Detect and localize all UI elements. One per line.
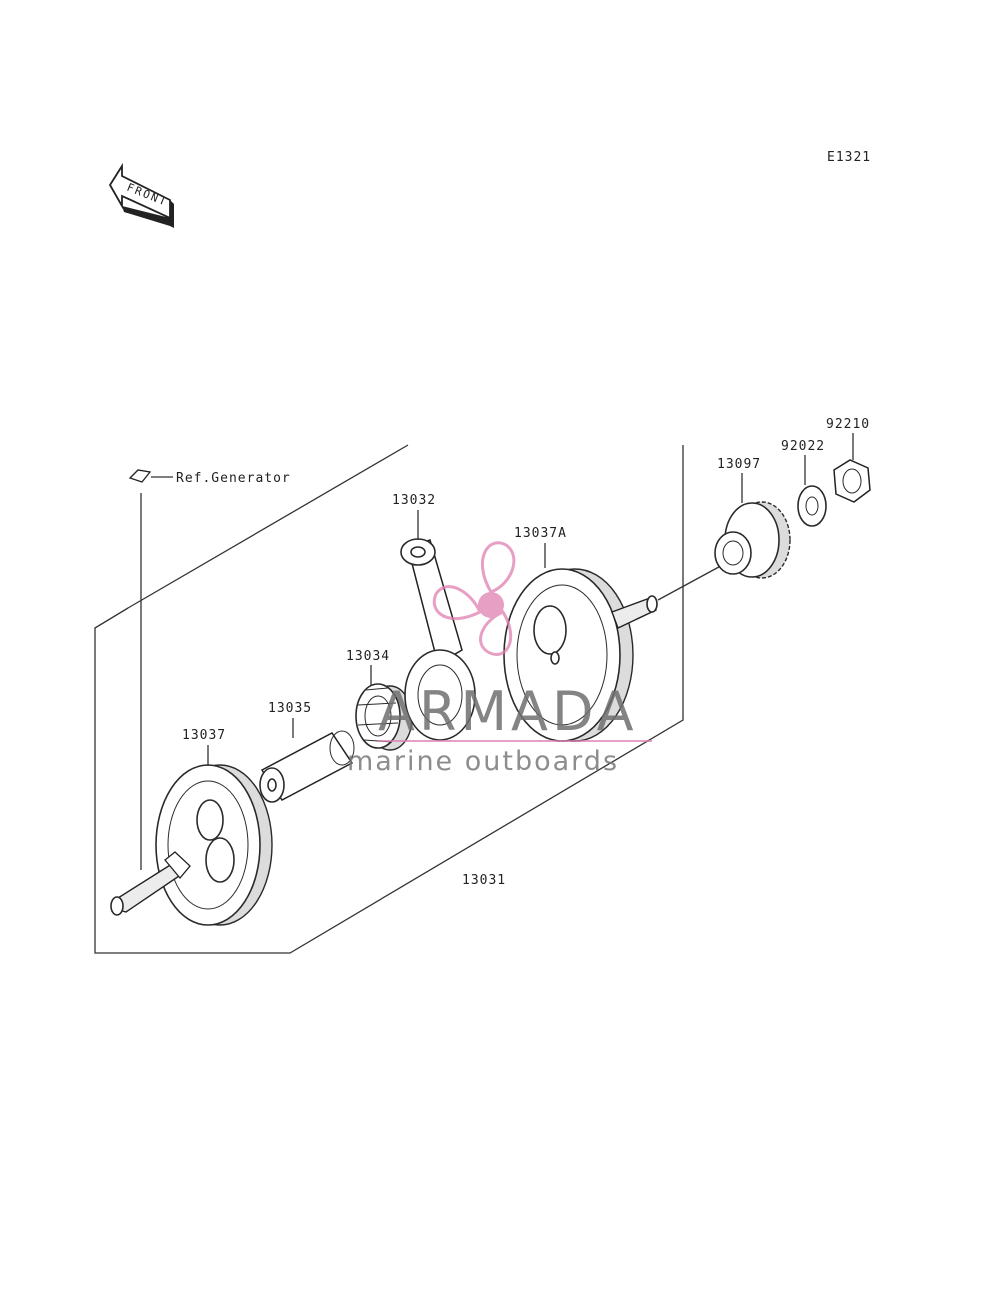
label-92210: 92210	[826, 417, 870, 432]
needle-bearing-13034	[355, 683, 413, 751]
crank-pin-13035	[259, 730, 355, 803]
gear-13097	[714, 501, 791, 579]
nut-92210	[833, 459, 871, 503]
ref-generator-key	[128, 469, 173, 870]
label-13097: 13097	[717, 457, 761, 472]
shaft-axis-line	[657, 561, 729, 601]
label-13035: 13035	[268, 701, 312, 716]
ref-generator-label: Ref.Generator	[176, 471, 291, 486]
label-13032: 13032	[392, 493, 436, 508]
front-arrow-icon: FRONT	[108, 162, 174, 228]
label-13034: 13034	[346, 649, 390, 664]
assembly-outline	[94, 444, 684, 954]
label-13031: 13031	[462, 873, 506, 888]
label-13037A: 13037A	[514, 526, 567, 541]
flywheel-right-13037A	[503, 568, 658, 742]
watermark-brand: ARMADA	[378, 680, 638, 743]
label-13037: 13037	[182, 728, 226, 743]
connecting-rod-13032	[400, 538, 476, 741]
flywheel-left-13037	[110, 764, 273, 926]
washer-92022	[797, 485, 827, 527]
diagram-code: E1321	[827, 150, 871, 165]
watermark-tagline: marine outboards	[347, 746, 619, 777]
armada-propeller-logo	[378, 541, 652, 742]
label-92022: 92022	[781, 439, 825, 454]
